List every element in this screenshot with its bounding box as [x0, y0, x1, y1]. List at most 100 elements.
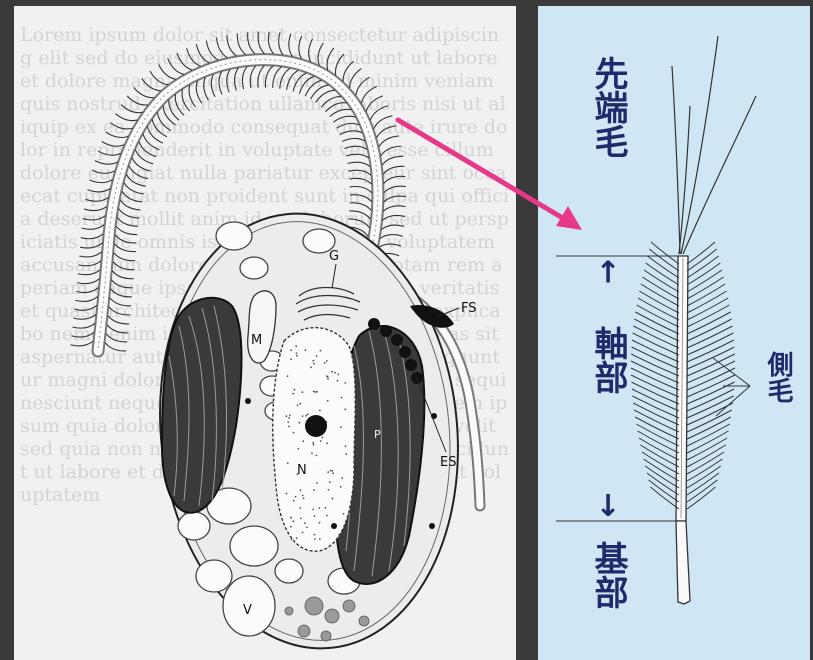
nucleus: [273, 328, 356, 552]
label-tip-hairs: 先端毛: [588, 56, 628, 158]
mastigoneme-hair: [86, 198, 109, 202]
mastigoneme-hair: [340, 131, 363, 135]
stipple-dot: [295, 496, 297, 498]
lateral-hair: [644, 459, 679, 481]
stipple-dot: [286, 493, 288, 495]
mastigoneme-hair: [110, 123, 132, 129]
stipple-dot: [325, 507, 327, 509]
mastigoneme-hair: [143, 134, 159, 150]
mastigoneme-hair: [219, 72, 222, 95]
stipple-dot: [290, 526, 292, 528]
lateral-hair: [687, 466, 721, 488]
stipple-dot: [296, 537, 298, 539]
mastigoneme-hair: [79, 261, 101, 266]
mastigoneme-hair: [382, 215, 404, 220]
lateral-hair: [638, 431, 679, 453]
stipple-dot: [293, 432, 295, 434]
stipple-dot: [299, 403, 301, 405]
lateral-hair: [642, 452, 679, 474]
mastigoneme-hair: [76, 288, 98, 293]
stipple-dot: [320, 350, 322, 352]
stipple-dot: [286, 415, 288, 417]
stipple-dot: [314, 534, 316, 536]
stipple-dot: [338, 534, 340, 536]
mastigoneme-hair: [196, 81, 201, 103]
stipple-dot: [294, 389, 296, 391]
lateral-hair: [649, 480, 679, 502]
stipple-dot: [302, 532, 304, 534]
stipple-dot: [331, 371, 333, 373]
mastigoneme-hair: [152, 119, 167, 137]
stipple-dot: [318, 507, 320, 509]
mastigoneme-hair: [80, 243, 102, 248]
lateral-hair: [687, 452, 724, 474]
stipple-dot: [291, 538, 293, 540]
stipple-dot: [299, 507, 301, 509]
stipple-dot: [326, 375, 328, 377]
stipple-dot: [332, 472, 334, 474]
mastigoneme-hair: [279, 32, 283, 55]
mastigoneme-hair: [77, 279, 99, 284]
mastigoneme-hair: [189, 85, 195, 107]
mastigoneme-hair: [114, 253, 135, 261]
mastigoneme-hair: [92, 170, 115, 173]
stipple-dot: [289, 415, 291, 417]
mastigoneme-hair: [111, 280, 132, 288]
mastigoneme-hair: [108, 316, 129, 324]
mastigoneme-panel: 先端毛 ↑ 軸部 ↓ 基部 側毛: [538, 6, 810, 660]
stipple-dot: [332, 498, 334, 500]
label-fs: FS: [461, 301, 477, 316]
stipple-dot: [287, 375, 289, 377]
stipple-dot: [327, 400, 329, 402]
stipple-dot: [300, 489, 302, 491]
stipple-dot: [296, 352, 298, 354]
mastigoneme-hair: [316, 90, 335, 102]
stipple-dot: [292, 393, 294, 395]
label-lateral-hairs: 側毛: [763, 351, 794, 403]
mastigoneme-hair: [114, 244, 135, 252]
cell-diagram-panel: Lorem ipsum dolor sit amet consectetur a…: [14, 6, 516, 660]
mastigoneme-hair: [268, 32, 273, 54]
stipple-dot: [307, 413, 309, 415]
stipple-dot: [290, 358, 292, 360]
mastigoneme-hair: [169, 100, 179, 120]
mastigoneme-hair: [289, 34, 293, 57]
stipple-dot: [326, 442, 328, 444]
stipple-dot: [340, 426, 342, 428]
stipple-dot: [322, 437, 324, 439]
mastigoneme-hair: [121, 105, 142, 113]
stipple-dot: [288, 417, 290, 419]
mastigoneme-hair: [342, 138, 365, 141]
stipple-dot: [290, 517, 292, 519]
mastigoneme-hair: [337, 123, 360, 128]
mastigoneme-hair: [325, 103, 346, 112]
stipple-dot: [304, 522, 306, 524]
stipple-dot: [311, 452, 313, 454]
mastigoneme-hair: [330, 109, 352, 116]
mastigoneme-hair: [217, 38, 228, 58]
stipple-dot: [313, 515, 315, 517]
label-shaft: 軸部: [588, 326, 628, 394]
stipple-dot: [296, 355, 298, 357]
stipple-dot: [341, 397, 343, 399]
mastigoneme-hair: [159, 64, 176, 79]
mastigoneme-hair: [211, 74, 215, 97]
mastigoneme-hair: [127, 96, 148, 105]
stipple-dot: [319, 410, 321, 412]
label-v: V: [243, 603, 252, 618]
mastigoneme-hair: [116, 226, 137, 235]
mastigoneme-hair: [139, 142, 156, 157]
mastigoneme-hair: [293, 73, 306, 92]
tip-hairs: [672, 36, 756, 254]
mastigoneme-hair: [349, 178, 371, 184]
mastigoneme-hair: [95, 161, 118, 165]
stipple-dot: [329, 481, 331, 483]
stipple-dot: [313, 391, 315, 393]
stipple-dot: [310, 366, 312, 368]
mastigoneme-hair: [248, 32, 255, 54]
mastigoneme-hair: [74, 305, 96, 310]
mastigoneme-hair: [309, 39, 313, 62]
stipple-dot: [302, 415, 304, 417]
mastigoneme-hair: [346, 154, 369, 158]
